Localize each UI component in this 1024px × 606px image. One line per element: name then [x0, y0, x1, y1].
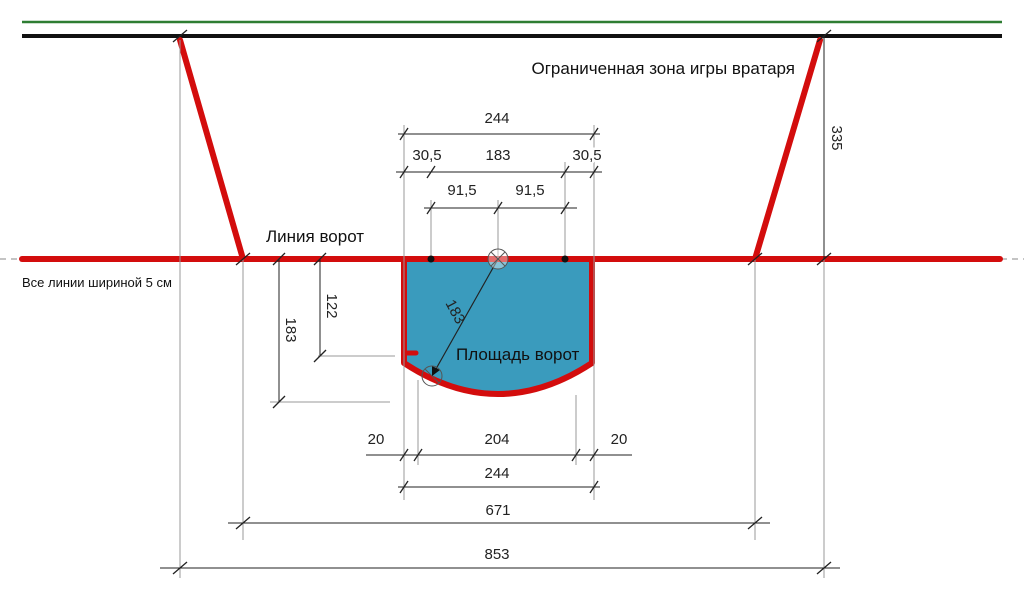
goal-area-label: Площадь ворот: [456, 345, 580, 364]
dim-20-left: 20: [368, 431, 385, 448]
goal-area: [401, 256, 595, 397]
dim-20-right: 20: [611, 431, 628, 448]
dimension-ticks: [172, 29, 832, 575]
goal-line-label: Линия ворот: [266, 227, 364, 246]
dim-204: 204: [484, 431, 509, 448]
trapezoid-left-line: [177, 37, 246, 262]
dim-244-bottom: 244: [484, 465, 509, 482]
dim-853: 853: [484, 546, 509, 563]
dim-335: 335: [828, 125, 845, 150]
dim-30-5-right: 30,5: [572, 147, 601, 164]
line-width-note: Все линии шириной 5 см: [22, 275, 172, 290]
dim-183-top: 183: [485, 147, 510, 164]
dim-122: 122: [323, 293, 340, 318]
restricted-zone-label: Ограниченная зона игры вратаря: [532, 59, 796, 78]
radius-arrowhead: [432, 366, 440, 376]
dim-183-left: 183: [282, 317, 299, 342]
radius-end-marker: [421, 365, 443, 387]
goal-post-left-dot: [427, 255, 435, 263]
dim-91-5-left: 91,5: [447, 182, 476, 199]
dim-671: 671: [485, 502, 510, 519]
trapezoid-right-line: [752, 37, 823, 262]
dim-244-top: 244: [484, 110, 509, 127]
dim-30-5-left: 30,5: [412, 147, 441, 164]
center-marker: [487, 248, 509, 270]
radius-line-183: [431, 258, 499, 377]
dim-91-5-right: 91,5: [515, 182, 544, 199]
goal-post-right-dot: [561, 255, 569, 263]
